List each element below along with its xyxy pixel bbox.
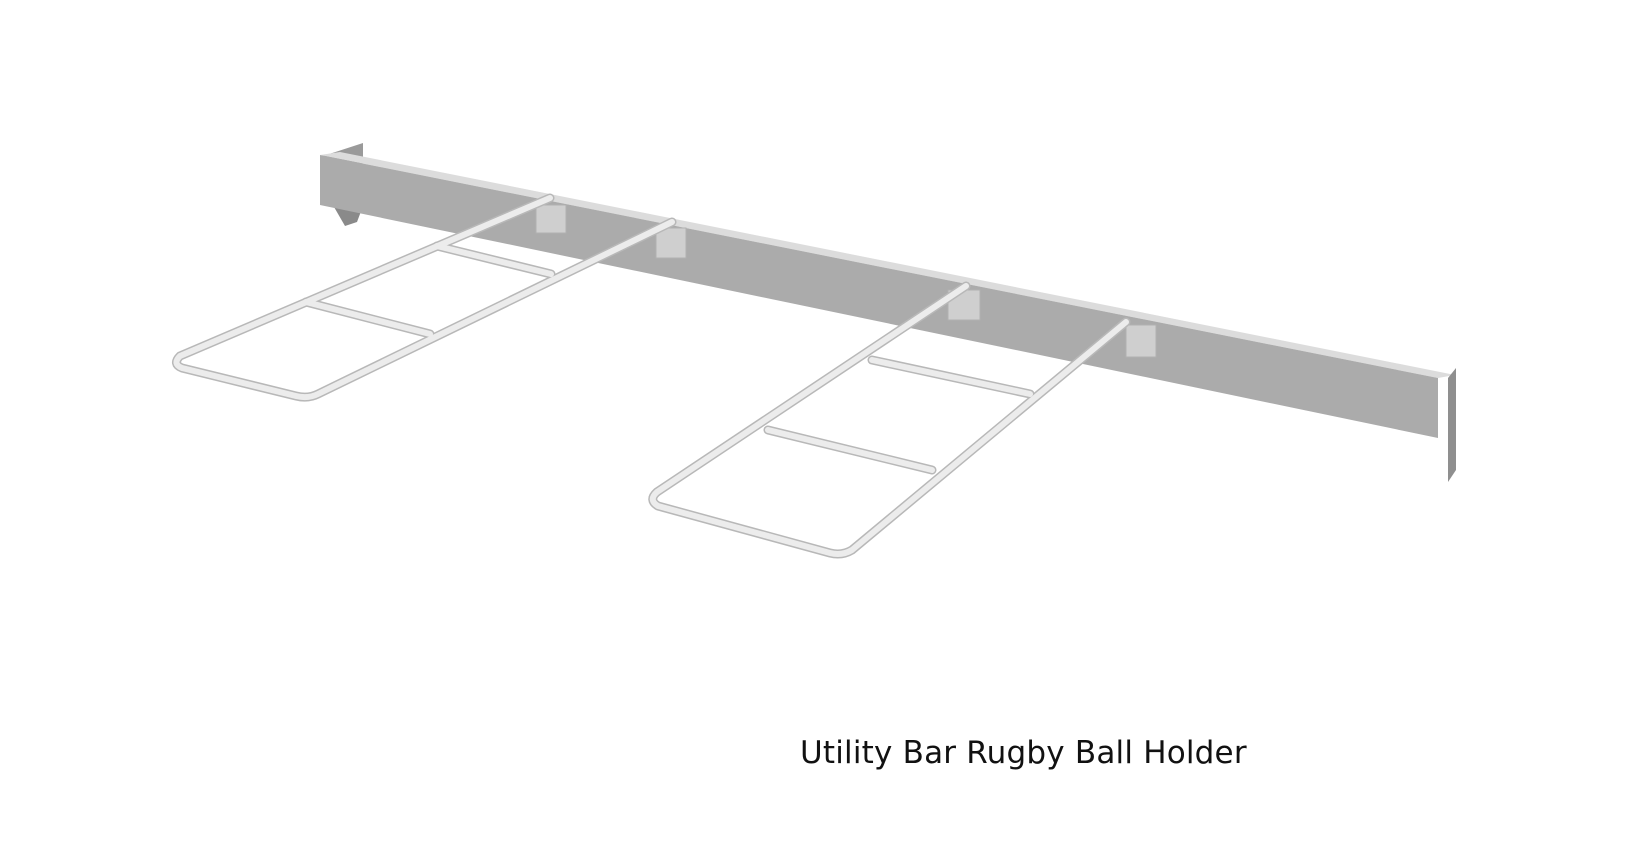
bar-clips: [535, 204, 1157, 358]
product-caption: Utility Bar Rugby Ball Holder: [800, 735, 1247, 771]
utility-bar: [320, 152, 1455, 438]
wire-holder-right: [648, 281, 1131, 559]
right-bracket: [1448, 368, 1456, 482]
wire-holder-left: [172, 193, 677, 402]
